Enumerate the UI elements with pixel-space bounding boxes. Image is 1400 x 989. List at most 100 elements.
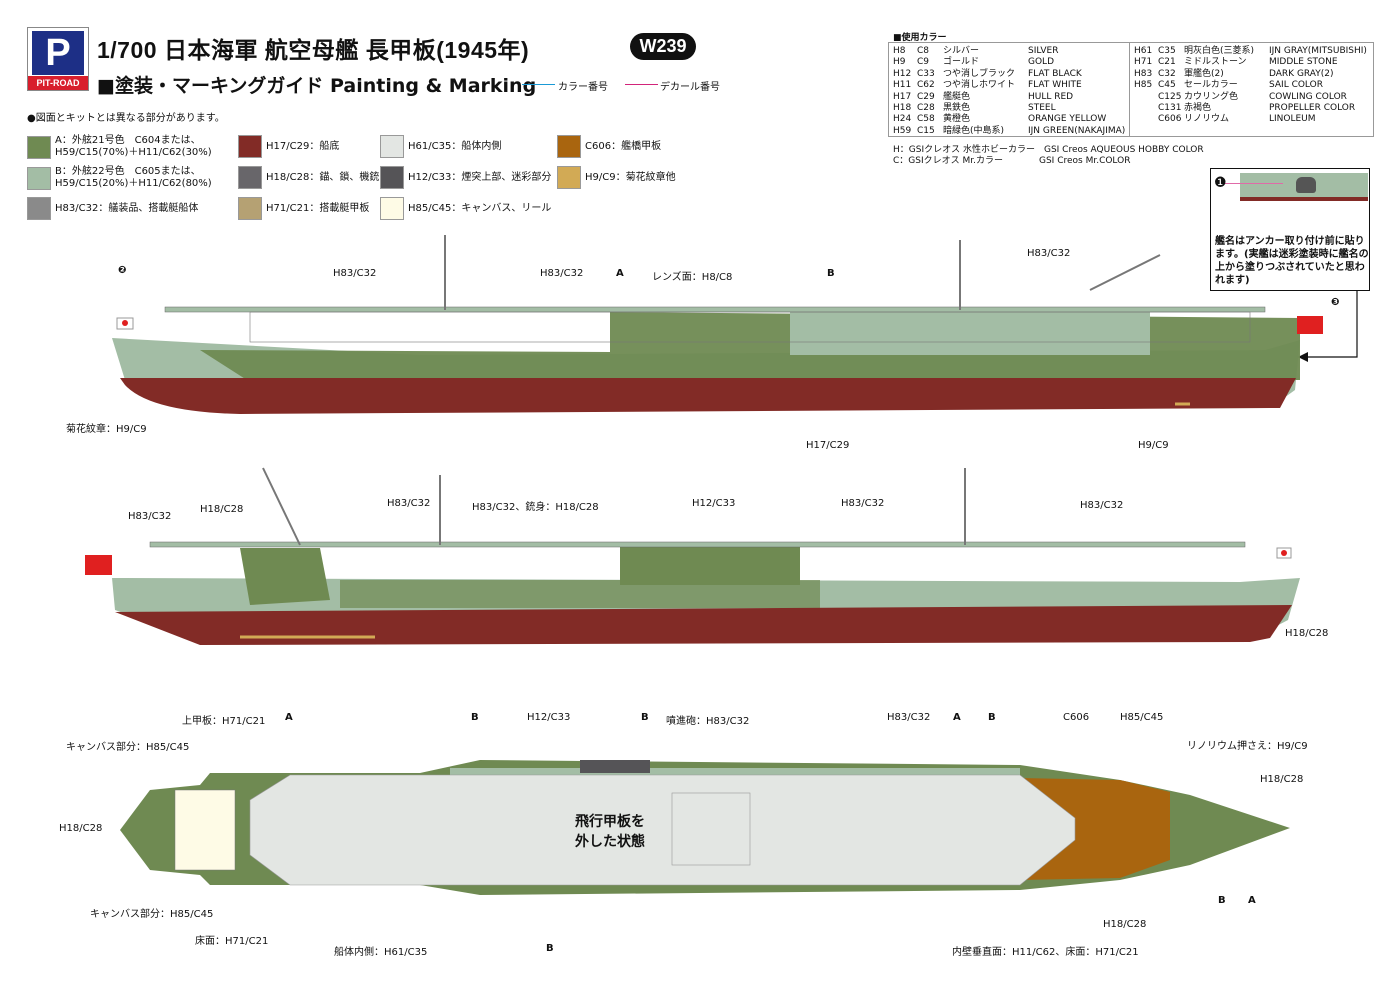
- note-hobby-color: H：GSIクレオス 水性ホビーカラー GSI Creos AQUEOUS HOB…: [893, 145, 1204, 155]
- paint-cell: C28: [917, 103, 935, 113]
- legend-color-number: カラー番号: [558, 82, 608, 93]
- decal-number-line: [625, 84, 658, 85]
- rising-sun-flag: [85, 555, 112, 575]
- callout-label: B: [546, 943, 554, 954]
- paint-cell: STEEL: [1028, 103, 1056, 113]
- swatch-color: [557, 135, 581, 158]
- paint-cell: H8: [893, 46, 906, 56]
- callout-label: H18/C28: [1285, 628, 1329, 639]
- paint-cell: H18: [893, 103, 912, 113]
- callout-label: H83/C32: [841, 498, 885, 509]
- paint-cell: 赤褐色: [1184, 103, 1212, 113]
- paint-cell: C58: [917, 114, 935, 125]
- swatch-color: [380, 197, 404, 220]
- paint-cell: LINOLEUM: [1269, 114, 1316, 125]
- callout-label: ❷: [118, 265, 127, 276]
- paint-cell: H24: [893, 114, 912, 125]
- swatch-label: H85/C45：キャンバス、リール: [408, 202, 552, 214]
- callout-label: 菊花紋章：H9/C9: [66, 424, 147, 435]
- paint-cell: 黄橙色: [943, 114, 971, 125]
- callout-label: キャンバス部分：H85/C45: [90, 909, 214, 920]
- paint-cell: GOLD: [1028, 57, 1055, 68]
- paint-cell: MIDDLE STONE: [1269, 57, 1338, 68]
- callout-label: H83/C32: [1080, 500, 1124, 511]
- paint-cell: H59: [893, 125, 912, 136]
- callout-label: A: [285, 712, 293, 723]
- paint-cell: DARK GRAY(2): [1269, 68, 1334, 79]
- paint-cell: C33: [917, 68, 935, 79]
- callout-label: H83/C32: [128, 511, 172, 522]
- color-swatch: H9/C9：菊花紋章他: [557, 166, 676, 189]
- paint-cell: C131: [1158, 103, 1182, 113]
- paint-table-title: ■使用カラー: [893, 33, 947, 43]
- paint-cell: C125: [1158, 91, 1182, 102]
- swatch-color: [27, 166, 51, 190]
- paint-cell: 軍艦色(2): [1184, 68, 1224, 79]
- callout-label: H83/C32: [333, 268, 377, 279]
- paint-cell: カウリング色: [1184, 91, 1239, 102]
- paint-cell: C45: [1158, 80, 1176, 91]
- paint-cell: C29: [917, 91, 935, 102]
- paint-cell: PROPELLER COLOR: [1269, 103, 1356, 113]
- callout-label: A: [616, 268, 624, 279]
- hull-red-bottom: [115, 605, 1292, 645]
- paint-cell: C15: [917, 125, 935, 136]
- swatch-label: H83/C32：艤装品、搭載艇船体: [55, 202, 199, 214]
- hull-red-bottom: [120, 378, 1296, 414]
- color-swatch: C606：艦橋甲板: [557, 135, 661, 158]
- paint-cell: 暗緑色(中島系): [943, 125, 1005, 136]
- marker-1: ❶: [1214, 175, 1227, 191]
- ship-name-inset: ❶ 艦名はアンカー取り付け前に貼ります。(実艦は迷彩塗装時に艦名の上から塗りつぶ…: [1210, 168, 1370, 291]
- callout-label: H18/C28: [1103, 919, 1147, 930]
- paint-cell: HULL RED: [1028, 91, 1074, 102]
- color-swatch: H85/C45：キャンバス、リール: [380, 197, 551, 220]
- swatch-label: H61/C35：船体内側: [408, 140, 502, 152]
- disclaimer-note: ●図面とキットとは異なる部分があります。: [27, 113, 225, 124]
- paint-cell: SILVER: [1028, 46, 1059, 56]
- inset-text: 艦名はアンカー取り付け前に貼ります。(実艦は迷彩塗装時に艦名の上から塗りつぶされ…: [1215, 236, 1369, 286]
- callout-label: H18/C28: [59, 823, 103, 834]
- callout-label: H12/C33: [527, 712, 571, 723]
- paint-cell: 艦艇色: [943, 91, 971, 102]
- paint-cell: リノリウム: [1184, 114, 1230, 125]
- color-swatch: H71/C21：搭載艇甲板: [238, 197, 369, 220]
- hangar-interior: [249, 774, 1076, 886]
- callout-label: レンズ面：H8/C8: [652, 272, 733, 283]
- callout-label: B: [827, 268, 835, 279]
- flight-deck: [149, 541, 1246, 548]
- swatch-label: A：外舷21号色 C604または、 H59/C15(70%)＋H11/C62(3…: [55, 135, 212, 158]
- callout-label: B: [471, 712, 479, 723]
- callout-label: 船体内側：H61/C35: [334, 947, 428, 958]
- paint-cell: ミドルストーン: [1184, 57, 1247, 68]
- swatch-label: H17/C29：船底: [266, 140, 340, 152]
- color-swatch: H12/C33：煙突上部、迷彩部分: [380, 166, 551, 189]
- callout-label: H85/C45: [1120, 712, 1164, 723]
- paint-cell: C9: [917, 57, 930, 68]
- paint-cell: H17: [893, 91, 912, 102]
- anchor-icon: [1296, 177, 1316, 193]
- paint-cell: IJN GREEN(NAKAJIMA): [1028, 125, 1126, 136]
- callout-label: H18/C28: [1260, 774, 1304, 785]
- color-swatch: H17/C29：船底: [238, 135, 339, 158]
- color-swatch: B：外舷22号色 C605または、 H59/C15(20%)＋H11/C62(8…: [27, 166, 212, 190]
- swatch-label: H12/C33：煙突上部、迷彩部分: [408, 171, 552, 183]
- callout-label: A: [953, 712, 961, 723]
- swatch-label: C606：艦橋甲板: [585, 140, 662, 152]
- paint-cell: H83: [1134, 68, 1153, 79]
- paint-cell: C8: [917, 46, 930, 56]
- paint-cell: IJN GRAY(MITSUBISHI): [1269, 46, 1367, 56]
- paint-cell: C32: [1158, 68, 1176, 79]
- paint-cell: ゴールド: [943, 57, 980, 68]
- color-swatch: H83/C32：艤装品、搭載艇船体: [27, 197, 198, 220]
- paint-cell: H85: [1134, 80, 1153, 91]
- callout-label: H17/C29: [806, 440, 850, 451]
- callout-label: A: [1248, 895, 1256, 906]
- paint-cell: H71: [1134, 57, 1153, 68]
- paint-cell: FLAT WHITE: [1028, 80, 1082, 91]
- callout-label: H83/C32: [1027, 248, 1071, 259]
